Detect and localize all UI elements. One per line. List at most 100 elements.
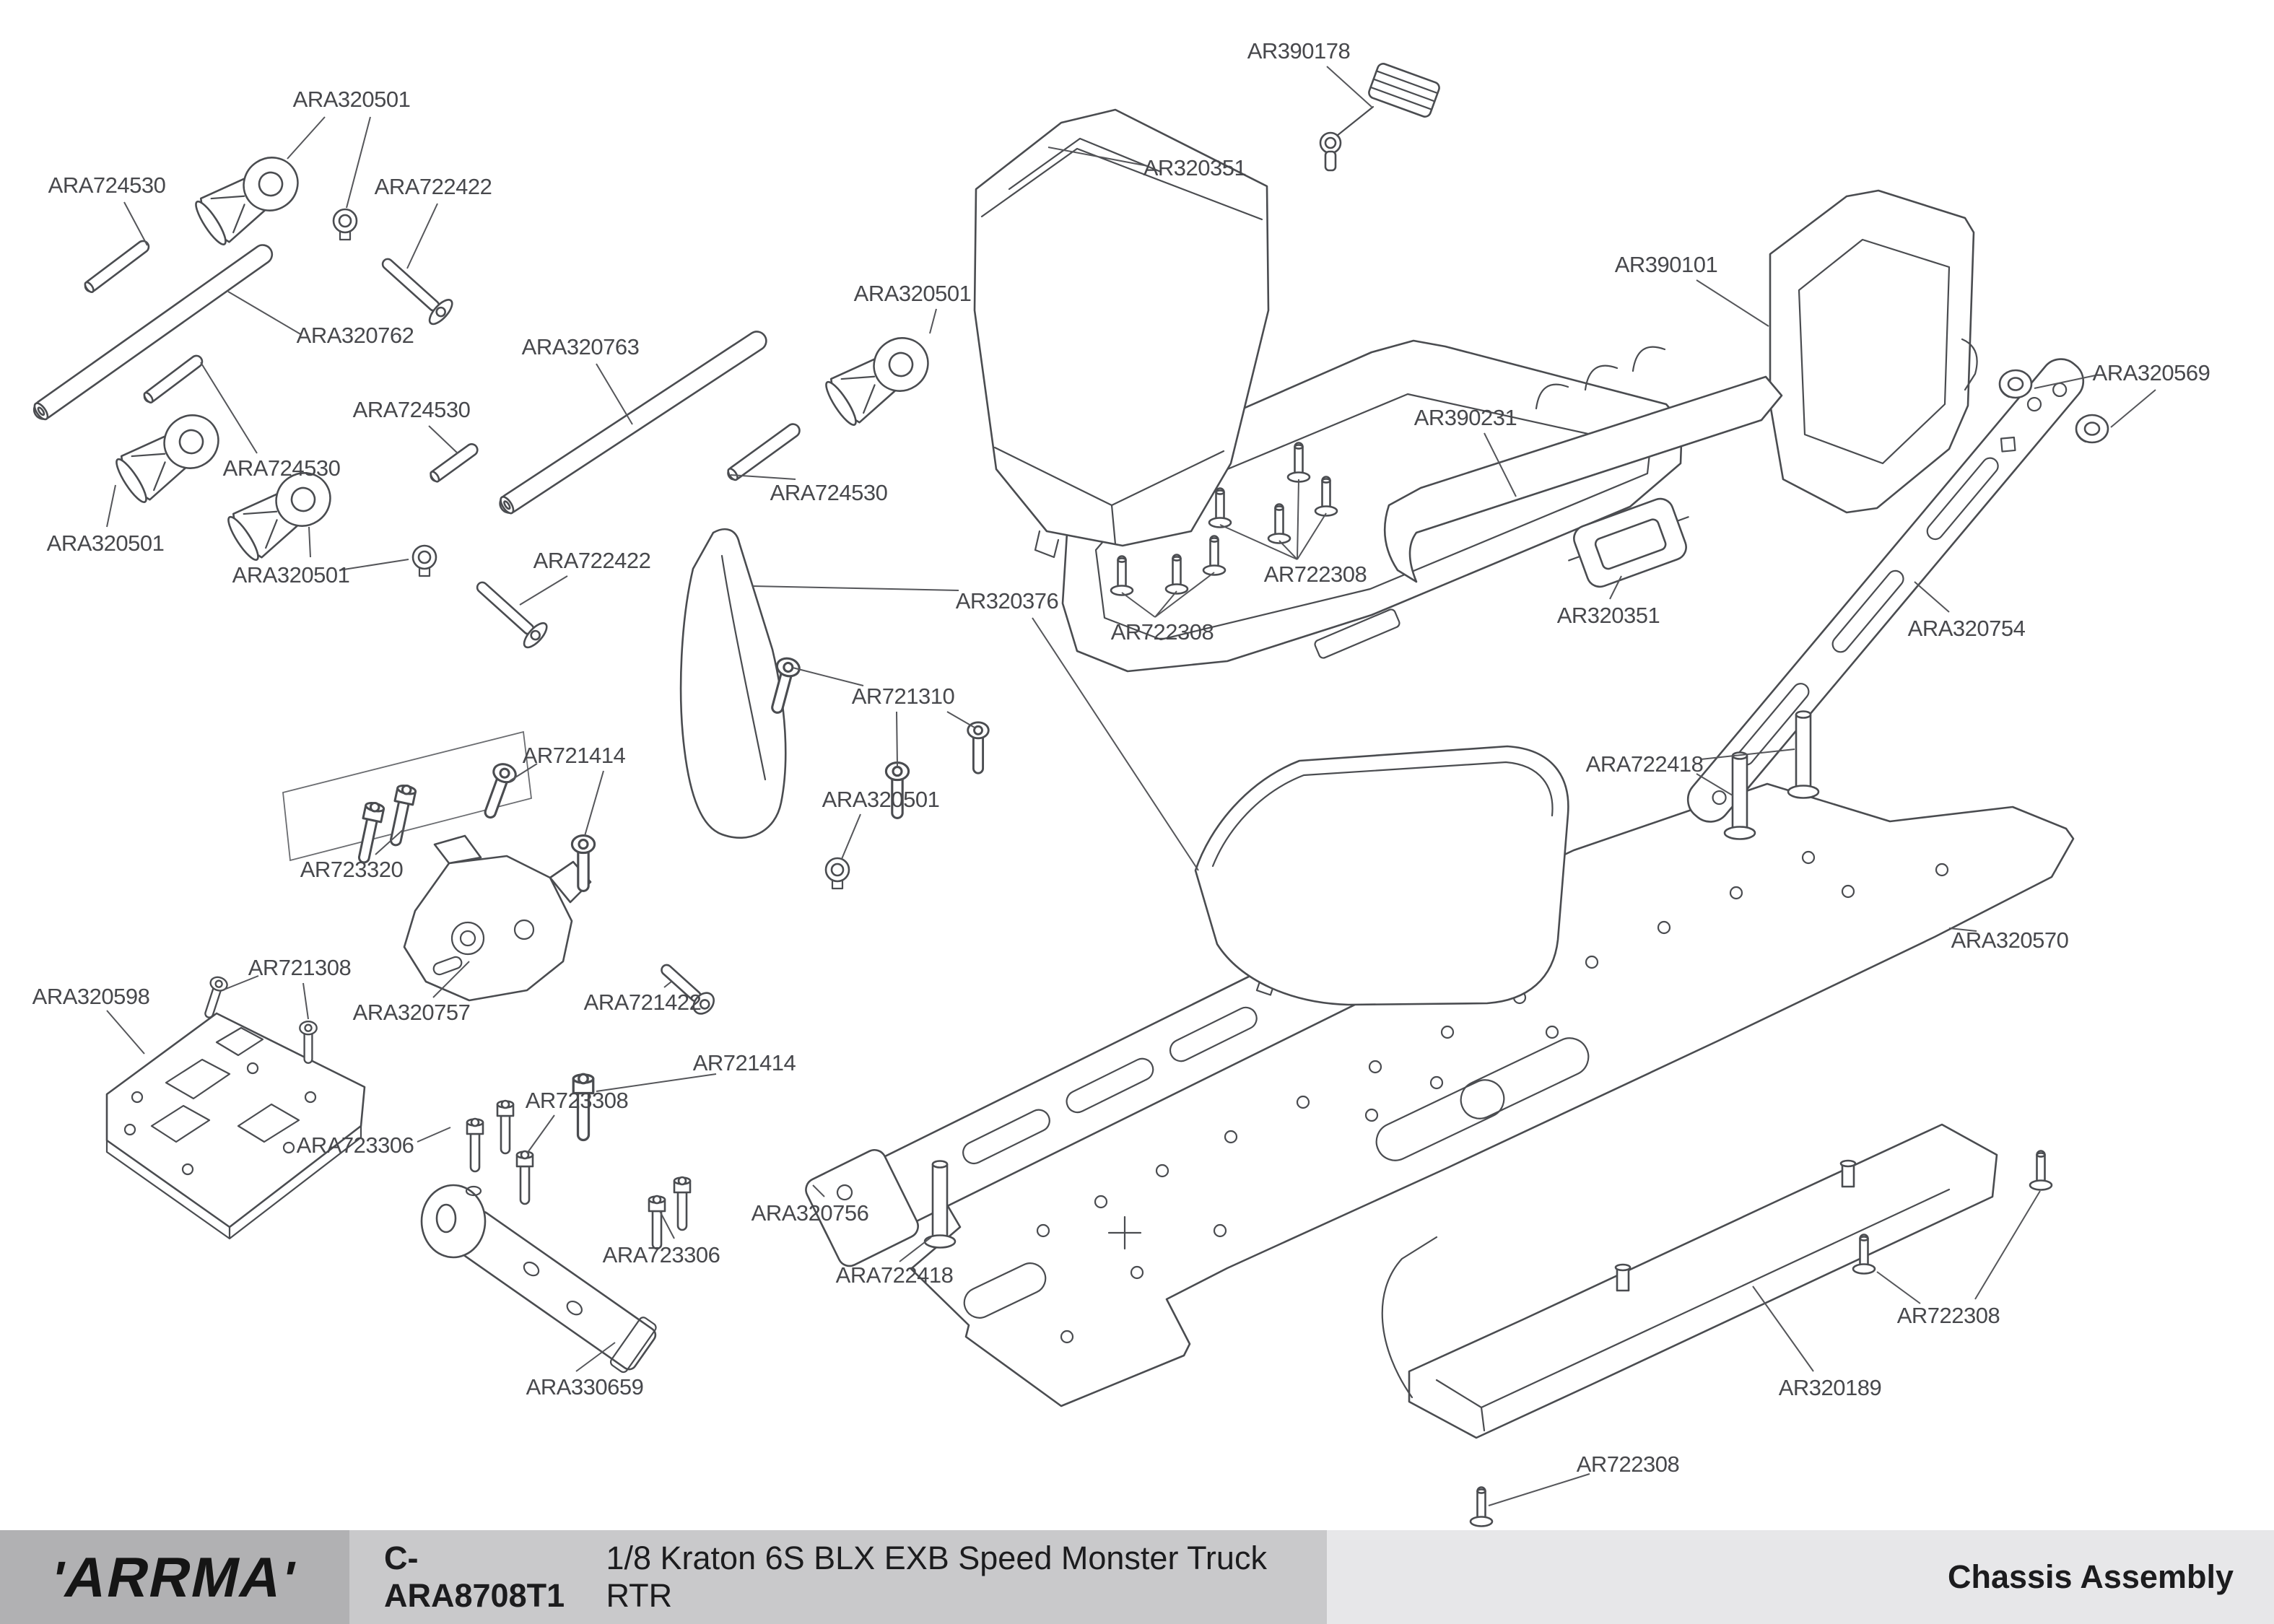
flathead-screw-part — [373, 248, 457, 329]
label-ar390101: AR390101 — [1615, 252, 1718, 277]
button-screw-part — [1469, 1486, 1494, 1527]
leader-line — [946, 711, 975, 728]
strap-clip-part — [1568, 497, 1689, 588]
label-ar320189: AR320189 — [1779, 1375, 1882, 1400]
footer-logo-section: ARRMA — [0, 1530, 349, 1624]
leader-line — [1484, 432, 1517, 497]
hinge-pin-part — [430, 443, 479, 483]
leader-line — [346, 116, 371, 209]
label-ara320569: ARA320569 — [2093, 360, 2210, 385]
label-ara724530-4: ARA724530 — [770, 480, 888, 505]
document-title: 1/8 Kraton 6S BLX EXB Speed Monster Truc… — [606, 1540, 1267, 1614]
rod-end-part — [820, 326, 939, 430]
mud-guard-front-part — [679, 528, 787, 839]
label-ara722418-1: ARA722418 — [1586, 751, 1704, 777]
label-ara320570: ARA320570 — [1951, 927, 2069, 953]
leader-line — [1752, 1285, 1814, 1372]
leader-line — [812, 1184, 825, 1197]
label-ara320757: ARA320757 — [353, 1000, 471, 1025]
footer-bar: ARRMA C-ARA8708T1 1/8 Kraton 6S BLX EXB … — [0, 1530, 2274, 1624]
label-ara320501-4: ARA320501 — [854, 281, 972, 306]
label-ara330659: ARA330659 — [526, 1374, 644, 1400]
footer-title-section: C-ARA8708T1 1/8 Kraton 6S BLX EXB Speed … — [349, 1530, 1327, 1624]
leader-line — [575, 1342, 616, 1372]
leader-line — [1948, 927, 1977, 932]
leader-line — [730, 474, 796, 480]
label-ara320763: ARA320763 — [522, 334, 640, 359]
leader-line — [1121, 592, 1156, 618]
leader-line — [509, 763, 538, 782]
label-ar320351-2: AR320351 — [1557, 603, 1660, 628]
mud-guard-rear-part — [1194, 745, 1569, 1006]
leader-line — [519, 575, 568, 606]
leader-line — [339, 559, 409, 571]
leader-line — [584, 770, 604, 837]
label-ara724530-2: ARA724530 — [223, 455, 341, 481]
leader-line — [1297, 512, 1327, 560]
leader-line — [899, 1236, 932, 1262]
label-ar722308-3: AR722308 — [1897, 1303, 2000, 1328]
leader-line — [1326, 66, 1372, 108]
leader-line — [752, 585, 959, 591]
turnbuckle-rod-part — [32, 244, 274, 421]
leader-line — [1154, 572, 1215, 618]
leader-line — [1696, 279, 1769, 327]
label-ar390231: AR390231 — [1414, 405, 1517, 430]
hinge-pin-part — [727, 423, 801, 481]
label-ara320501-5: ARA320501 — [822, 787, 940, 812]
leader-line — [1609, 575, 1622, 600]
leader-line — [841, 813, 861, 860]
label-ar390178: AR390178 — [1247, 38, 1351, 64]
leader-line — [1914, 581, 1950, 613]
arrma-logo: ARRMA — [46, 1545, 304, 1610]
electronics-plate-part — [105, 1012, 366, 1240]
leader-line — [1974, 1190, 2041, 1300]
leader-line — [1297, 479, 1299, 560]
leader-line — [106, 484, 116, 528]
side-guard-part — [1381, 1123, 1998, 1439]
button-screw-part — [476, 760, 520, 822]
socket-screw-part — [496, 1099, 515, 1155]
label-ara724530-3: ARA724530 — [353, 397, 471, 422]
hinge-brace-part — [420, 1184, 657, 1374]
esc-box-part — [1769, 189, 1978, 514]
label-ara320598: ARA320598 — [32, 984, 150, 1009]
leader-line — [1154, 590, 1177, 618]
socket-screw-part — [466, 1117, 484, 1173]
hinge-pin-part — [143, 354, 204, 404]
button-screw-part — [967, 721, 990, 774]
leader-line — [200, 362, 258, 454]
leader-line — [929, 308, 937, 334]
washer-part — [2075, 414, 2109, 444]
leader-line — [302, 982, 309, 1020]
leader-line — [1696, 773, 1733, 796]
leader-line — [222, 975, 259, 991]
button-screw-part — [199, 974, 230, 1021]
leader-line — [1032, 617, 1199, 871]
button-screw-part — [661, 964, 715, 1015]
label-ar721414-2: AR721414 — [693, 1050, 796, 1075]
pivot-ball-part — [332, 208, 358, 241]
label-ara724530-1: ARA724530 — [48, 173, 166, 198]
leader-line — [375, 828, 405, 855]
socket-screw-part — [385, 782, 418, 848]
button-screw-part — [2029, 1150, 2053, 1191]
washer-part — [1998, 369, 2033, 399]
flathead-screw-part — [467, 572, 552, 652]
label-ara320756: ARA320756 — [752, 1200, 869, 1226]
label-ar723320: AR723320 — [300, 857, 404, 882]
leader-line — [596, 363, 633, 425]
battery-strap-part — [1383, 375, 1783, 583]
label-ar721308: AR721308 — [248, 955, 352, 980]
pivot-ball-part — [824, 857, 850, 890]
leader-line — [1876, 1271, 1921, 1304]
label-ara722422-1: ARA722422 — [375, 174, 492, 199]
chassis-brace-part — [1686, 358, 2085, 823]
label-ar722308-1: AR722308 — [1264, 562, 1367, 587]
hinge-pin-part — [84, 240, 150, 294]
leader-line — [526, 1114, 555, 1154]
leader-line — [659, 1210, 675, 1239]
label-ara320501-1: ARA320501 — [293, 87, 411, 112]
label-ara320754: ARA320754 — [1908, 616, 2026, 641]
